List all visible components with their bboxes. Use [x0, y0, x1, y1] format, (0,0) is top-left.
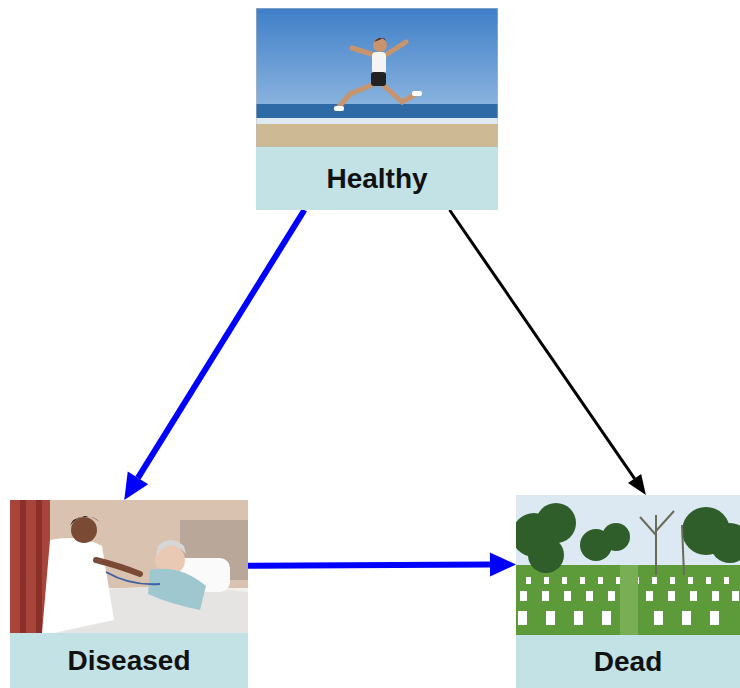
runner-photo: [256, 8, 498, 147]
cemetery-photo: [516, 495, 740, 635]
label-band: Healthy: [256, 147, 498, 210]
arrow-head: [124, 472, 148, 500]
state-node: Healthy: [256, 8, 498, 210]
state-node: Dead: [516, 495, 740, 688]
transition-arrow: [450, 210, 646, 495]
state-label: Diseased: [68, 645, 191, 677]
state-label: Healthy: [326, 163, 427, 195]
state-label: Dead: [594, 646, 662, 678]
arrow-line: [248, 565, 490, 566]
label-band: Dead: [516, 635, 740, 688]
arrow-line: [450, 210, 635, 479]
transition-arrow: [248, 553, 516, 577]
arrow-head: [490, 553, 516, 577]
transition-arrow: [124, 210, 304, 500]
arrow-head: [628, 474, 646, 495]
arrow-line: [138, 210, 304, 478]
state-node: Diseased: [10, 500, 248, 688]
label-band: Diseased: [10, 633, 248, 688]
hospital-photo: [10, 500, 248, 633]
